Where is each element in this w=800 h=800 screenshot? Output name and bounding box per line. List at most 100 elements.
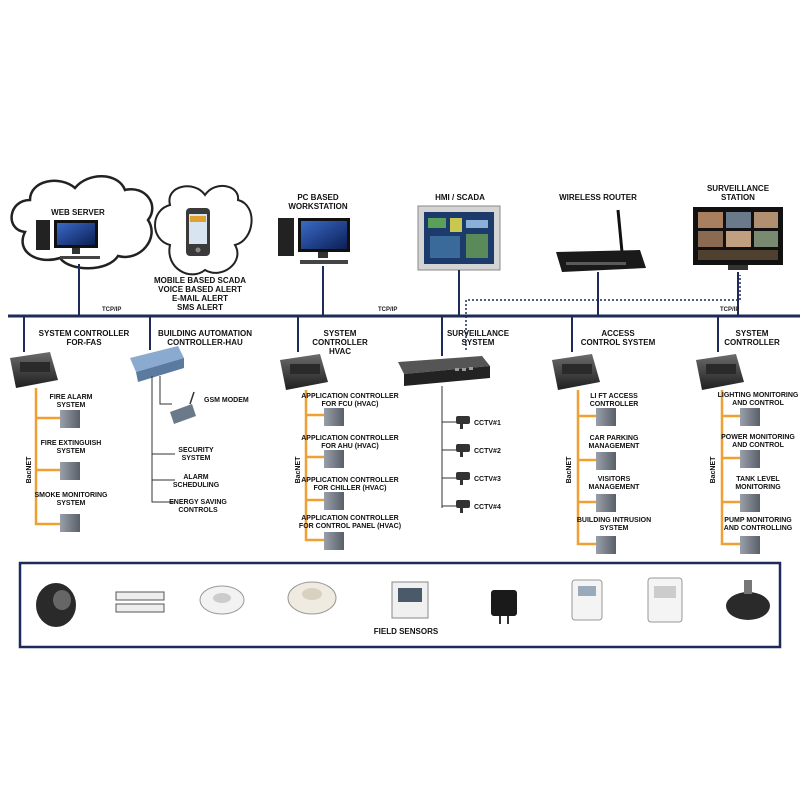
hau-item-3-label-1: ALARM — [183, 474, 208, 481]
mobile-alert-label-4: SMS ALERT — [177, 303, 223, 312]
system-title-2: CONTROLLER — [724, 338, 780, 347]
temperature-controller-icon — [647, 577, 683, 623]
smoke-monitoring-panel-icon — [60, 514, 80, 532]
humidity-sensor-icon — [571, 579, 603, 621]
fas-item-1-label-1: FIRE ALARM — [50, 394, 93, 401]
field-sensors-label: FIELD SENSORS — [374, 627, 439, 636]
visitors-controller-icon — [596, 494, 616, 512]
hau-item-2-label-2: SYSTEM — [182, 455, 211, 462]
system-bacnet-label: BacNET — [710, 456, 717, 484]
pc-workstation-label-2: WORKSTATION — [288, 202, 347, 211]
access-bacnet-bus — [576, 390, 596, 546]
heat-detector-icon — [287, 581, 337, 615]
hvac-item-2-label-2: FOR AHU (HVAC) — [321, 443, 379, 450]
system-title-1: SYSTEM — [736, 329, 769, 338]
system-item-4-label-2: AND CONTROLLING — [724, 525, 793, 532]
intrusion-controller-icon — [596, 536, 616, 554]
smoke-detector-icon — [199, 585, 245, 615]
door-contact-sensor-icon — [115, 591, 165, 613]
room-thermostat-icon — [391, 581, 429, 619]
pump-controller-icon — [740, 536, 760, 554]
gsm-modem-icon — [170, 391, 196, 424]
hvac-item-3-label-1: APPLICATION CONTROLLER — [301, 477, 398, 484]
control-panel-controller-icon — [324, 532, 344, 550]
fas-controller-title-2: FOR-FAS — [66, 338, 102, 347]
hvac-item-1-label-1: APPLICATION CONTROLLER — [301, 393, 398, 400]
system-item-3-label-2: MONITORING — [735, 484, 781, 491]
fas-bacnet-label: BacNET — [26, 456, 33, 484]
access-item-2-label-2: MANAGEMENT — [589, 443, 641, 450]
pressure-sensor-icon — [726, 580, 770, 620]
fas-item-1-label-2: SYSTEM — [57, 402, 86, 409]
fcu-controller-icon — [324, 408, 344, 426]
fas-item-2-label-1: FIRE EXTINGUISH — [41, 440, 102, 447]
access-item-1-label-1: LI FT ACCESS — [590, 393, 638, 400]
access-item-3-label-1: VISITORS — [598, 476, 631, 483]
wireless-router-label: WIRELESS ROUTER — [559, 193, 637, 202]
surveillance-title-1: SURVEILLANCE — [447, 329, 510, 338]
hmi-scada-label: HMI / SCADA — [435, 193, 485, 202]
cctv-camera-icon — [456, 500, 470, 513]
access-item-1-label-2: CONTROLLER — [590, 401, 639, 408]
plug-in-sensor-icon — [491, 590, 517, 624]
access-bacnet-label: BacNET — [566, 456, 573, 484]
tcp-ip-label-1: TCP/IP — [102, 307, 121, 313]
hvac-controller-icon — [280, 354, 328, 390]
hau-controller-title-1: BUILDING AUTOMATION — [158, 329, 252, 338]
wireless-router-icon — [556, 209, 646, 272]
pc-workstation-icon — [278, 218, 350, 264]
chiller-controller-icon — [324, 492, 344, 510]
cctv-camera-icon — [456, 416, 470, 429]
system-item-4-label-1: PUMP MONITORING — [724, 517, 792, 524]
hvac-item-4-label-1: APPLICATION CONTROLLER — [301, 515, 398, 522]
system-item-1-label-2: AND CONTROL — [732, 400, 784, 407]
web-server-label: WEB SERVER — [51, 208, 105, 217]
surveillance-monitor-icon — [693, 207, 783, 270]
wireless-link-dotted — [465, 275, 741, 350]
hau-item-4-label-1: ENERGY SAVING — [169, 499, 227, 506]
web-server-icon — [36, 220, 100, 259]
system-controller-icon — [696, 354, 744, 390]
system-item-2-label-2: AND CONTROL — [732, 442, 784, 449]
cctv-1-label: CCTV#1 — [474, 420, 501, 427]
hvac-controller-title-1: SYSTEM — [324, 329, 357, 338]
cctv-3-label: CCTV#3 — [474, 476, 501, 483]
hau-item-2-label-1: SECURITY — [178, 447, 214, 454]
pc-workstation-label-1: PC BASED — [297, 193, 339, 202]
tcp-ip-label-2: TCP/IP — [378, 307, 397, 313]
fas-controller-title-1: SYSTEM CONTROLLER — [39, 329, 130, 338]
access-title-2: CONTROL SYSTEM — [581, 338, 656, 347]
fas-item-2-label-2: SYSTEM — [57, 448, 86, 455]
surveillance-station-label-2: STATION — [721, 193, 755, 202]
hau-item-3-label-2: SCHEDULING — [173, 482, 220, 489]
hau-controller-icon — [130, 346, 184, 382]
fire-alarm-panel-icon — [60, 410, 80, 428]
hau-controller-title-2: CONTROLLER-HAU — [167, 338, 243, 347]
hvac-bacnet-label: BacNET — [295, 456, 302, 484]
hvac-item-3-label-2: FOR CHILLER (HVAC) — [314, 485, 387, 492]
access-item-2-label-1: CAR PARKING — [590, 435, 639, 442]
access-title-1: ACCESS — [601, 329, 635, 338]
tcp-ip-label-3: TCP/IP — [720, 307, 739, 313]
surveillance-station-label-1: SURVEILLANCE — [707, 184, 770, 193]
fas-bacnet-bus — [34, 388, 60, 526]
access-controller-icon — [552, 354, 600, 390]
cctv-camera-icon — [456, 472, 470, 485]
hvac-item-2-label-1: APPLICATION CONTROLLER — [301, 435, 398, 442]
system-bacnet-bus — [720, 390, 740, 546]
fas-item-3-label-1: SMOKE MONITORING — [35, 492, 109, 499]
hvac-item-1-label-2: FOR FCU (HVAC) — [321, 401, 378, 408]
hvac-controller-title-2: CONTROLLER — [312, 338, 368, 347]
motion-sensor-icon — [36, 583, 76, 627]
access-item-3-label-2: MANAGEMENT — [589, 484, 641, 491]
hvac-item-4-label-2: FOR CONTROL PANEL (HVAC) — [299, 523, 401, 530]
hau-item-4-label-2: CONTROLS — [178, 507, 218, 514]
hvac-controller-title-3: HVAC — [329, 347, 351, 356]
system-item-1-label-1: LIGHTING MONITORING — [718, 392, 799, 399]
mobile-alert-label-3: E-MAIL ALERT — [172, 294, 228, 303]
mobile-alert-label-1: MOBILE BASED SCADA — [154, 276, 246, 285]
cctv-4-label: CCTV#4 — [474, 504, 501, 511]
hvac-bacnet-bus — [304, 390, 324, 542]
fire-extinguish-panel-icon — [60, 462, 80, 480]
